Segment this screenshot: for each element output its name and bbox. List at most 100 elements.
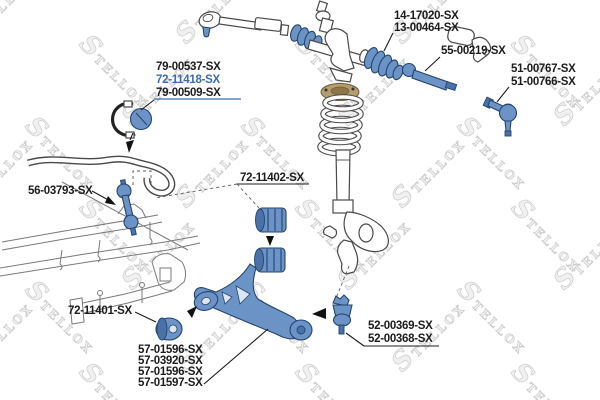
- pointer-tail: [129, 132, 134, 141]
- stud-nut: [504, 130, 512, 137]
- part-label-79-00509-sx[interactable]: 79-00509-SX: [156, 87, 221, 99]
- bushing-slit: [135, 112, 148, 126]
- subframe-stud: [97, 239, 101, 263]
- part-label-79-00537-sx[interactable]: 79-00537-SX: [156, 61, 221, 73]
- subframe-end-plate: [69, 297, 85, 325]
- rack-boot-right: [359, 47, 404, 81]
- stabilizer-bar-bushing-set: [254, 207, 287, 273]
- hub: [358, 223, 374, 243]
- part-label-52-00368-sx[interactable]: 52-00368-SX: [368, 333, 433, 345]
- bushing-bore: [168, 324, 178, 334]
- leader-dashed: [236, 183, 260, 209]
- part-label-72-11418-sx-link[interactable]: 72-11418-SX: [156, 74, 221, 86]
- clamp-foot: [125, 131, 135, 139]
- leader-lines: [91, 32, 510, 385]
- arm-lightening-hole: [221, 291, 233, 305]
- part-label-57-01596-sx-2[interactable]: 57-01596-SX: [138, 366, 203, 378]
- part-label-51-00767-sx[interactable]: 51-00767-SX: [511, 63, 576, 75]
- subframe-mount-hole: [159, 267, 172, 282]
- pointer-arrow: [187, 306, 197, 318]
- part-label-52-00369-sx[interactable]: 52-00369-SX: [368, 320, 433, 332]
- leader-line: [424, 56, 441, 72]
- bushing-face: [255, 208, 265, 232]
- part-label-57-01597-sx[interactable]: 57-01597-SX: [138, 377, 203, 389]
- ball-joint: [312, 294, 353, 335]
- inner-tie-rod-shaft: [411, 69, 449, 91]
- tie-rod-end-stud: [504, 120, 512, 132]
- coil-spring: [317, 94, 364, 157]
- steering-rack-assembly: [198, 0, 518, 137]
- pointer-arrow: [126, 140, 134, 153]
- part-label-72-11402-sx[interactable]: 72-11402-SX: [240, 172, 305, 184]
- tie-rod-end-body: [498, 103, 518, 123]
- arm-lightening-hole: [235, 285, 251, 305]
- pointer-arrow: [312, 308, 326, 319]
- part-label-13-00464-sx[interactable]: 13-00464-SX: [394, 22, 459, 34]
- leader-dashed: [154, 183, 238, 199]
- stabilizer-bar-bushing-upper: [255, 207, 287, 233]
- steering-arm: [323, 225, 338, 239]
- leader-line: [134, 311, 157, 323]
- bushing-face: [254, 248, 264, 272]
- part-label-55-00219-sx[interactable]: 55-00219-SX: [441, 45, 506, 57]
- adjusting-sleeve: [254, 17, 283, 32]
- control-arm-bushing: [155, 306, 197, 341]
- strut-mount-bearing: [330, 86, 350, 96]
- link-bottom-ball: [123, 214, 139, 230]
- part-label-57-01596-sx[interactable]: 57-01596-SX: [138, 344, 203, 356]
- tie-rod-stud: [202, 26, 211, 38]
- stabilizer-link: [116, 170, 152, 236]
- watermark-text: STELLOX: [451, 111, 536, 196]
- bushing-bore: [201, 296, 211, 306]
- part-label-14-17020-sx[interactable]: 14-17020-SX: [394, 10, 459, 22]
- part-label-57-03920-sx[interactable]: 57-03920-SX: [138, 355, 203, 367]
- subframe-stud: [59, 249, 63, 271]
- control-arm: [193, 263, 313, 341]
- subframe-stud-head: [97, 290, 103, 296]
- ball-joint-boot: [332, 313, 352, 327]
- stabilizer-bushing-clamp: [110, 100, 153, 153]
- subframe-lower-member: [79, 290, 173, 315]
- stabilizer-bar-bushing-lower: [254, 247, 286, 273]
- subframe-mid-rail: [0, 242, 201, 277]
- leader-arrowhead: [105, 196, 116, 205]
- inner-tie-rod: [401, 62, 458, 91]
- body-line: [61, 181, 189, 251]
- part-label-56-03793-sx[interactable]: 56-03793-SX: [28, 185, 93, 197]
- bracket-hole: [482, 48, 490, 56]
- ball-joint-flange: [332, 294, 350, 307]
- subframe-mid-rail: [0, 235, 199, 269]
- clamp-foot: [123, 100, 133, 108]
- bushing-flange: [156, 317, 168, 341]
- part-labels: 14-17020-SX 13-00464-SX 55-00219-SX 51-0…: [28, 10, 576, 389]
- knuckle-lower-arm: [337, 239, 359, 275]
- watermark-text: STELLOX: [289, 357, 374, 400]
- watermark-text: STELLOX: [451, 275, 536, 360]
- stabilizer-bar-fill: [27, 156, 174, 196]
- rack-housing: [324, 28, 355, 72]
- subframe-lower-member: [77, 281, 171, 305]
- watermark-text: STELLOX: [19, 275, 104, 360]
- pointer-arrow: [266, 236, 274, 246]
- tie-rod-shaft: [218, 16, 263, 31]
- ball-joint-pin: [338, 324, 345, 335]
- ball-joint-bore: [296, 325, 306, 335]
- subframe-stud: [149, 222, 153, 246]
- boot-rib: [392, 64, 404, 81]
- tie-rod-end-detail: [202, 13, 214, 23]
- watermark-text: STELLOX: [19, 111, 104, 196]
- leader-line: [140, 99, 155, 111]
- mount-bolt: [324, 88, 328, 92]
- subframe-studs: [99, 288, 143, 312]
- subframe-bracket: [117, 203, 147, 219]
- assembly-dashed-line: [132, 170, 152, 185]
- jam-nut: [279, 24, 290, 37]
- rack-mount-bracket: [471, 36, 492, 63]
- coil: [323, 95, 363, 111]
- leader-line: [203, 328, 269, 385]
- watermark-text: STELLOX: [0, 0, 39, 50]
- part-label-72-11401-sx[interactable]: 72-11401-SX: [68, 305, 133, 317]
- part-label-51-00766-sx[interactable]: 51-00766-SX: [511, 76, 576, 88]
